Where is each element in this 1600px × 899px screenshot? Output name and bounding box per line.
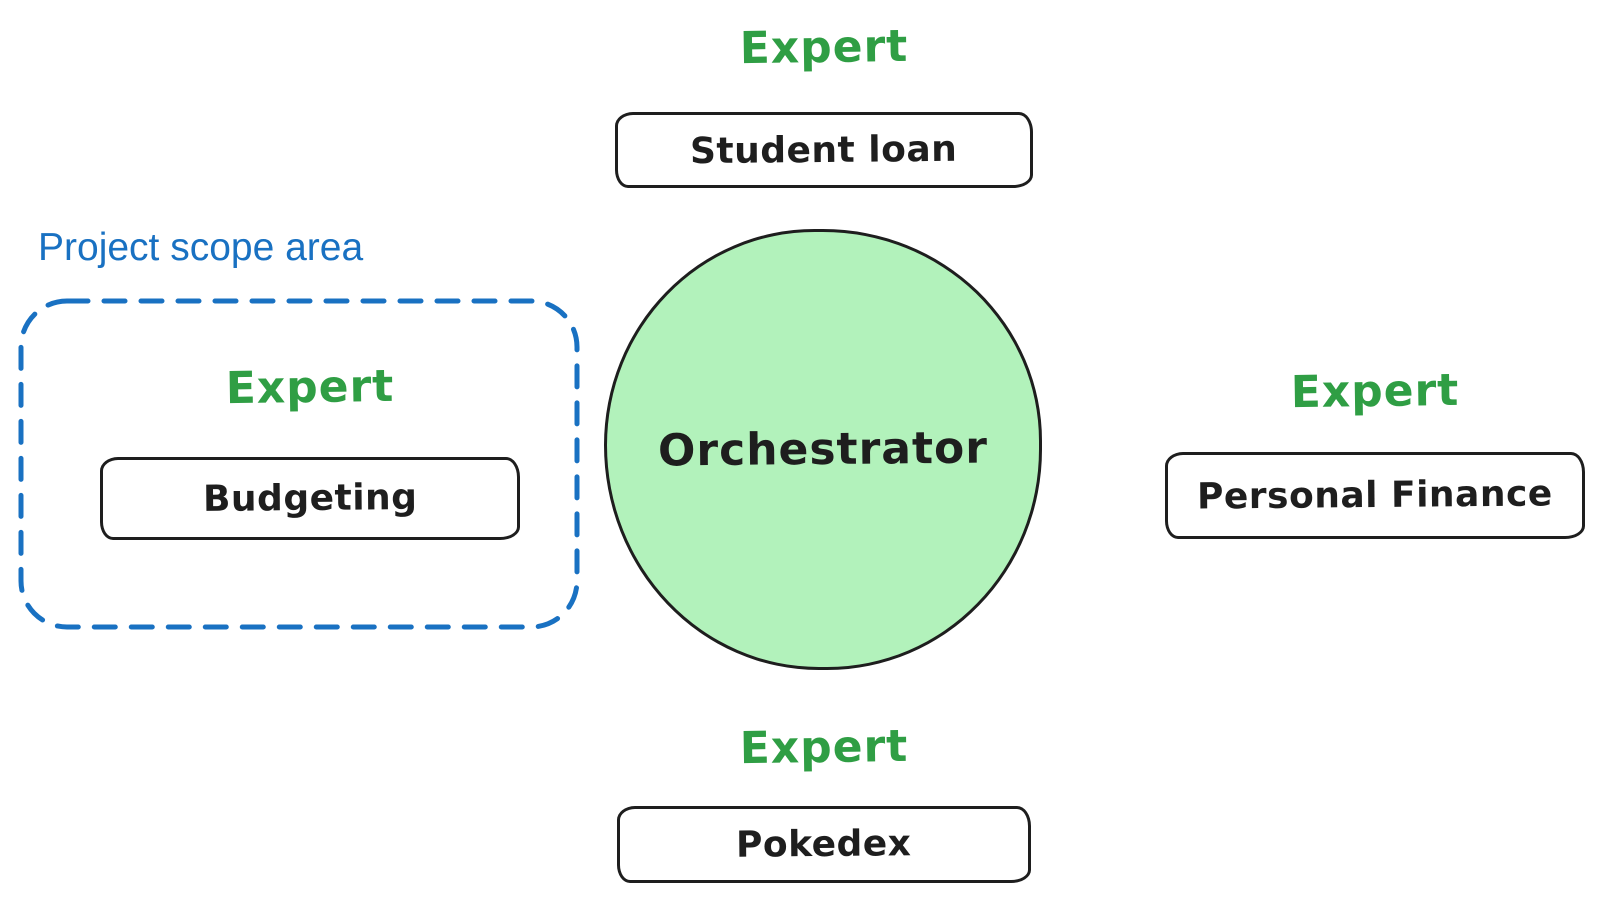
project-scope-area-label: Project scope area bbox=[38, 226, 364, 269]
expert-heading-right: Expert bbox=[1290, 364, 1460, 419]
expert-heading-bottom: Expert bbox=[739, 720, 909, 775]
project-scope-area-dashed-border bbox=[18, 298, 580, 630]
expert-box-budgeting-label: Budgeting bbox=[202, 477, 418, 520]
expert-box-student-loan-label: Student loan bbox=[690, 128, 958, 172]
expert-box-personal-finance: Personal Finance bbox=[1165, 452, 1585, 539]
expert-box-budgeting: Budgeting bbox=[100, 457, 520, 540]
expert-heading-left: Expert bbox=[225, 360, 395, 415]
expert-box-pokedex: Pokedex bbox=[617, 806, 1031, 883]
orchestrator-label: Orchestrator bbox=[657, 422, 989, 477]
expert-heading-top: Expert bbox=[739, 20, 909, 75]
expert-box-student-loan: Student loan bbox=[615, 112, 1033, 188]
orchestrator-circle: Orchestrator bbox=[604, 229, 1042, 670]
expert-box-personal-finance-label: Personal Finance bbox=[1196, 473, 1554, 518]
expert-box-pokedex-label: Pokedex bbox=[736, 823, 912, 866]
